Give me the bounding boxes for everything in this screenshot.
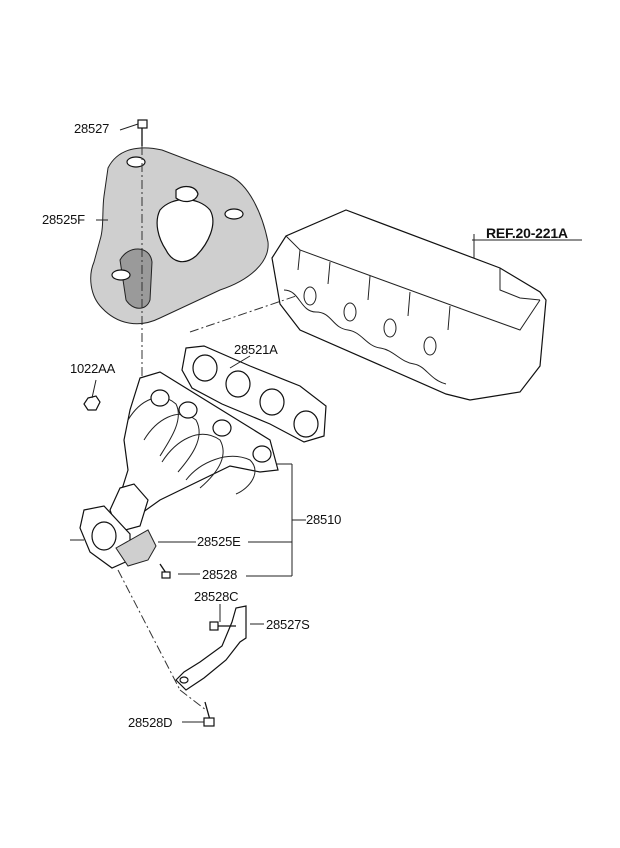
heat-protector-28525E[interactable] <box>115 529 157 567</box>
bolt-28528C[interactable] <box>209 621 236 631</box>
label-28521A: 28521A <box>234 342 278 357</box>
alignment-lines <box>117 146 297 711</box>
label-reference: REF.20-221A <box>486 225 568 241</box>
gasket-28521A[interactable] <box>181 345 327 443</box>
bolt-28528[interactable] <box>159 563 171 579</box>
label-28527S: 28527S <box>266 617 310 632</box>
label-28525E: 28525E <box>197 534 241 549</box>
exhaust-manifold-28510[interactable] <box>70 371 279 569</box>
cylinder-head-reference <box>271 209 547 401</box>
heat-protector-28525F[interactable] <box>90 147 269 325</box>
label-28528D: 28528D <box>128 715 173 730</box>
label-28528C: 28528C <box>194 589 239 604</box>
label-1022AA: 1022AA <box>70 361 116 376</box>
label-28527: 28527 <box>74 121 110 136</box>
label-28528: 28528 <box>202 567 238 582</box>
label-28525F: 28525F <box>42 212 85 227</box>
nut-1022AA[interactable] <box>83 395 101 411</box>
leader-lines <box>91 123 582 723</box>
label-28510: 28510 <box>306 512 342 527</box>
bolt-28528D[interactable] <box>203 701 215 727</box>
bracket-28527S[interactable] <box>175 605 247 691</box>
bolt-28527[interactable] <box>137 119 148 146</box>
